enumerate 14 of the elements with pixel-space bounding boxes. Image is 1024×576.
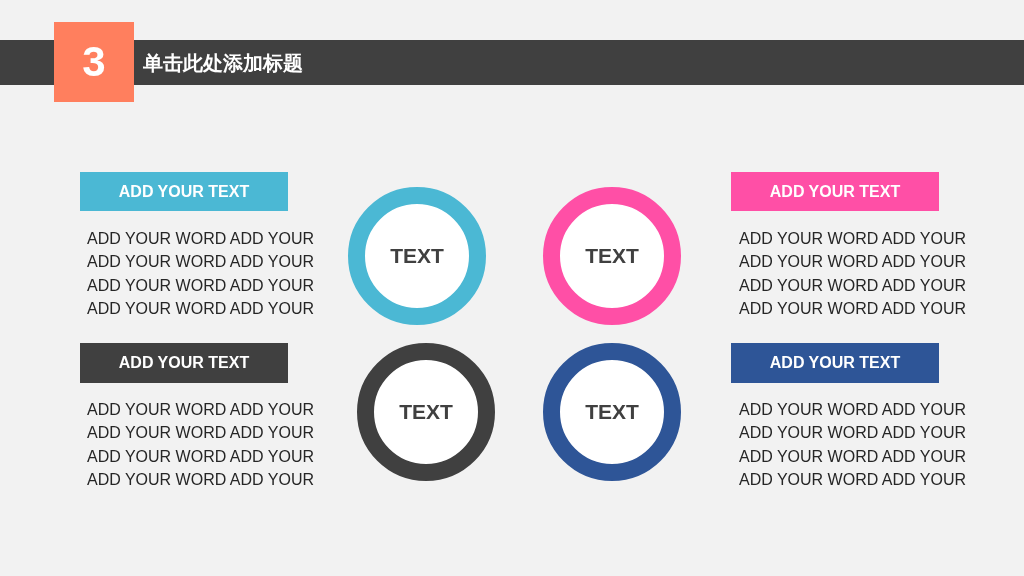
header-band: ADD YOUR TEXT <box>80 343 288 383</box>
ring-circle: TEXT <box>348 187 486 325</box>
body-text: ADD YOUR WORD ADD YOUR ADD YOUR WORD ADD YOUR ADD YOUR WORD ADD YOUR ADD YOUR WORD ADD YOUR <box>739 400 967 490</box>
body-text: ADD YOUR WORD ADD YOUR ADD YOUR WORD ADD YOUR ADD YOUR WORD ADD YOUR ADD YOUR WORD ADD YOUR <box>87 400 315 490</box>
ring-circle: TEXT <box>543 343 681 481</box>
header-band: ADD YOUR TEXT <box>731 343 939 383</box>
header-band: ADD YOUR TEXT <box>731 172 939 211</box>
ring-circle: TEXT <box>543 187 681 325</box>
number-tile: 3 <box>54 22 134 102</box>
header-band: ADD YOUR TEXT <box>80 172 288 211</box>
body-text: ADD YOUR WORD ADD YOUR ADD YOUR WORD ADD YOUR ADD YOUR WORD ADD YOUR ADD YOUR WORD ADD YOUR <box>739 229 967 319</box>
slide-title: 单击此处添加标题 <box>143 49 303 76</box>
ring-circle: TEXT <box>357 343 495 481</box>
body-text: ADD YOUR WORD ADD YOUR ADD YOUR WORD ADD YOUR ADD YOUR WORD ADD YOUR ADD YOUR WORD ADD YOUR <box>87 229 315 319</box>
